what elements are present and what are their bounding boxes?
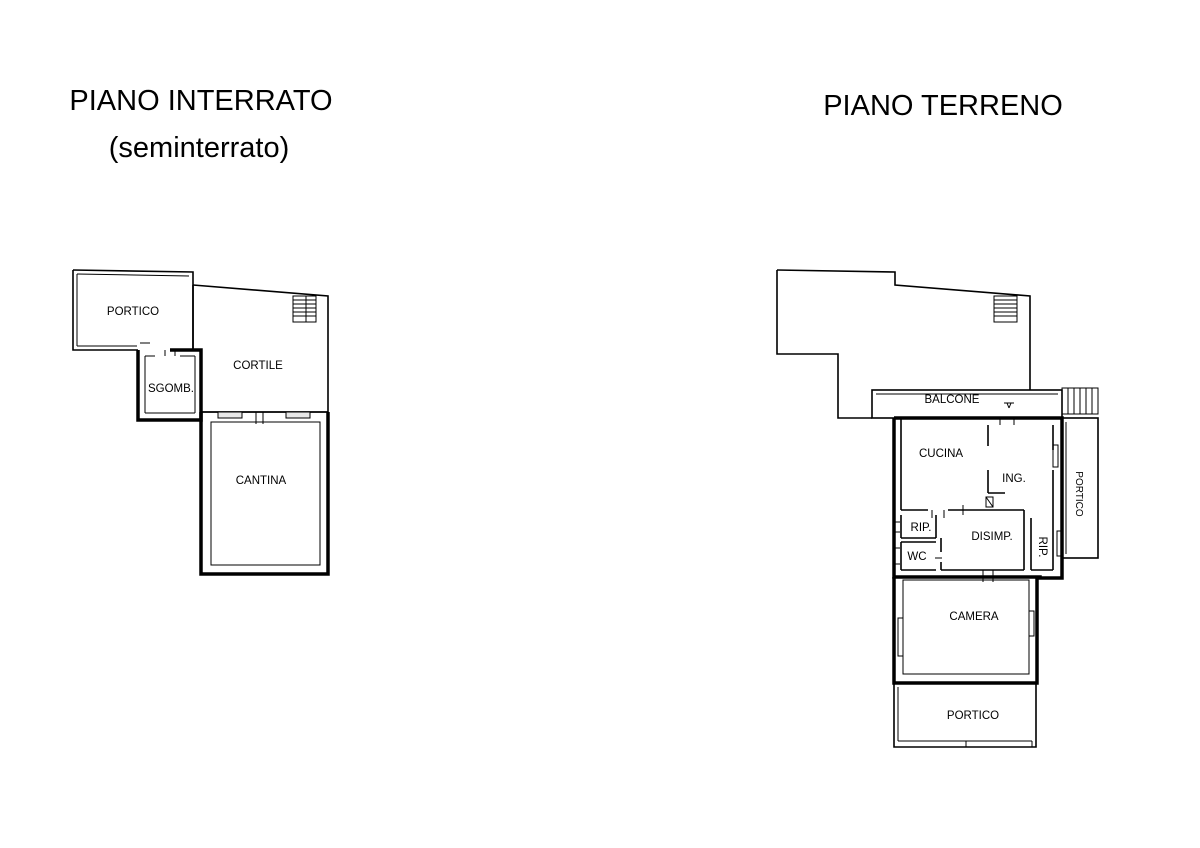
stair-icon xyxy=(993,295,1018,323)
left-floor-title: PIANO INTERRATO xyxy=(69,85,332,117)
room-label-portico: PORTICO xyxy=(107,306,159,318)
lamp-icon xyxy=(1004,402,1014,409)
ripostiglio-left-room xyxy=(894,515,937,539)
room-label-ripostiglio-left: RIP. xyxy=(911,522,932,534)
room-label-cortile: CORTILE xyxy=(233,360,283,372)
room-label-ripostiglio-right: RIP. xyxy=(1036,537,1048,558)
wc-room xyxy=(894,541,942,571)
cantina-room xyxy=(199,411,330,576)
room-label-balcone: BALCONE xyxy=(925,394,980,406)
balcone-area xyxy=(871,387,1099,419)
cucina-room xyxy=(900,418,1006,518)
room-label-ingresso: ING. xyxy=(1002,473,1026,485)
left-floor-plan: PIANO INTERRATO (seminterrato) xyxy=(69,85,333,576)
cortile-area xyxy=(192,284,329,413)
room-label-portico-side: PORTICO xyxy=(1073,471,1084,517)
right-floor-plan: PIANO TERRENO xyxy=(776,90,1099,748)
room-label-cantina: CANTINA xyxy=(236,475,287,487)
ingresso-room xyxy=(985,418,1059,525)
room-label-cucina: CUCINA xyxy=(919,448,963,460)
room-label-portico-bottom: PORTICO xyxy=(947,710,999,722)
upper-terrain-outline xyxy=(776,269,1031,419)
stair-icon xyxy=(1061,387,1099,415)
portico-bottom-area xyxy=(893,683,1037,748)
room-label-wc: WC xyxy=(907,551,926,563)
room-label-disimpegno: DISIMP. xyxy=(971,531,1012,543)
stair-icon xyxy=(292,295,317,323)
left-floor-subtitle: (seminterrato) xyxy=(109,132,290,164)
ripostiglio-right-room xyxy=(1030,518,1054,571)
room-label-camera: CAMERA xyxy=(949,611,999,623)
room-label-sgombero: SGOMB. xyxy=(148,383,194,395)
camera-room xyxy=(892,570,1039,685)
portico-side-area xyxy=(1056,417,1099,559)
right-floor-title: PIANO TERRENO xyxy=(823,90,1063,122)
